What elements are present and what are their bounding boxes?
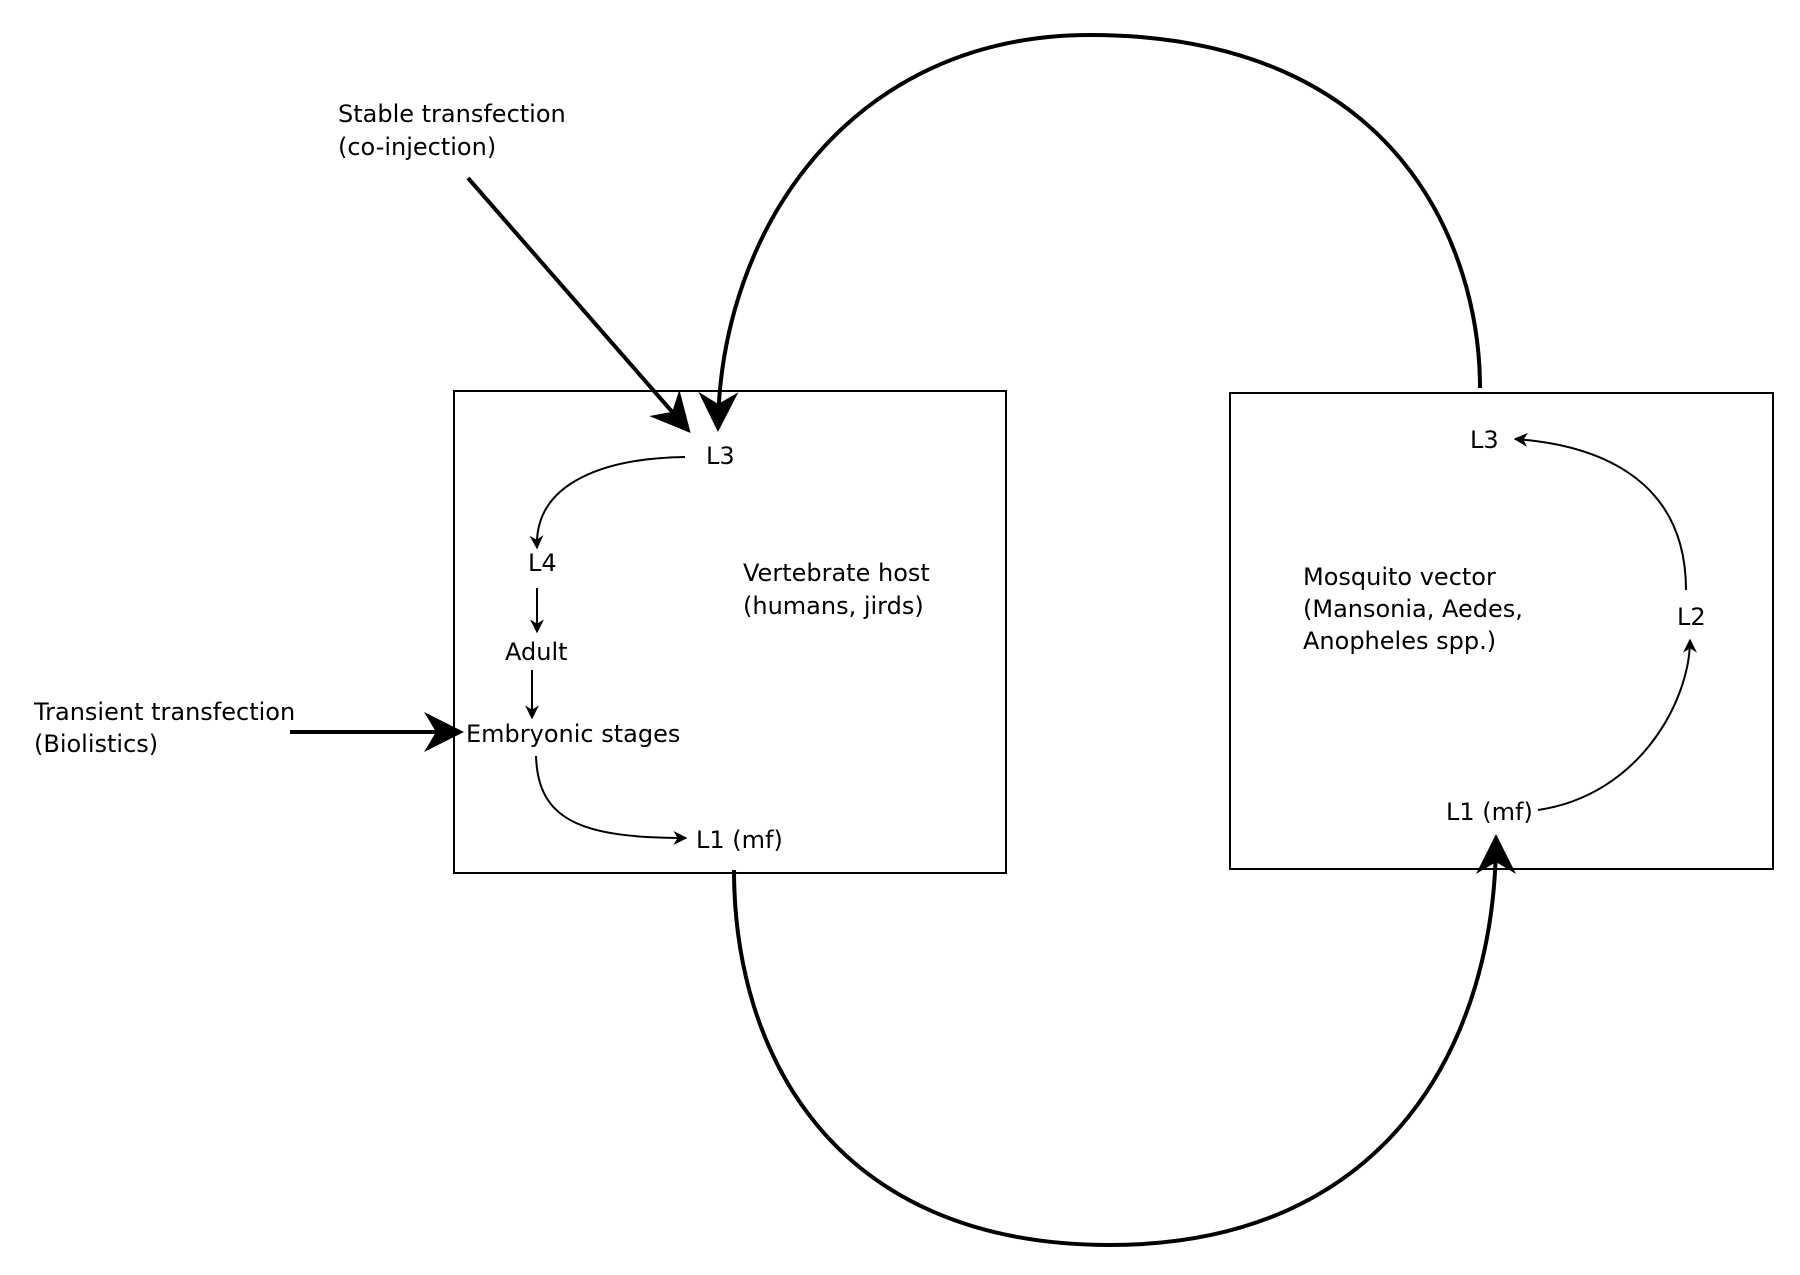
vector-title-line2: (Mansonia, Aedes,: [1303, 595, 1523, 623]
arrow-host-l3-to-l4: [529, 456, 686, 550]
host-stage-embryonic: Embryonic stages: [466, 720, 680, 748]
host-stage-l1: L1 (mf): [696, 826, 783, 854]
stable-transfection-method: (co-injection): [338, 133, 496, 161]
arrow-vector-l1-to-l2: [1537, 638, 1697, 811]
arc-vector-l3-to-host-l3: [698, 32, 1482, 432]
stable-transfection-arrow: [466, 176, 691, 434]
host-stage-l3: L3: [706, 442, 735, 470]
vertebrate-host-box: [453, 390, 1007, 874]
arrow-host-embryonic-to-l1: [535, 755, 688, 845]
transient-transfection-label: Transient transfection: [33, 698, 295, 726]
host-stage-l4: L4: [528, 549, 557, 577]
arc-host-l1-to-vector-l1: [732, 834, 1516, 1248]
host-title-line2: (humans, jirds): [743, 592, 924, 620]
transient-transfection-method: (Biolistics): [34, 730, 158, 758]
stable-transfection-label: Stable transfection: [338, 100, 566, 128]
host-title-line1: Vertebrate host: [743, 559, 930, 587]
vector-title-line3: Anopheles spp.): [1303, 627, 1496, 655]
arrow-vector-l2-to-l3: [1513, 432, 1687, 591]
vector-stage-l3: L3: [1470, 426, 1499, 454]
vector-title-line1: Mosquito vector: [1303, 563, 1496, 591]
vector-stage-l2: L2: [1677, 603, 1706, 631]
host-stage-adult: Adult: [505, 638, 568, 666]
vector-stage-l1: L1 (mf): [1446, 798, 1533, 826]
